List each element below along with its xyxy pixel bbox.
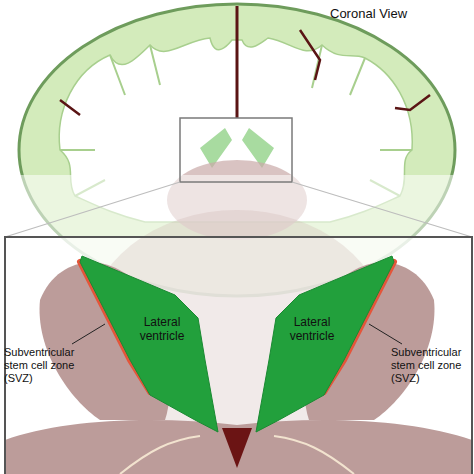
ventricle-label: Lateral ventricle [131,316,193,344]
longitudinal-fissure [236,6,239,118]
view-label: Coronal View [330,6,450,22]
inset-frame [5,237,472,474]
leader-line [72,324,105,344]
ventricle-outline [80,256,218,432]
septum [222,428,252,468]
region-label: Subventricular stem cell zone (SVZ) [391,346,471,386]
lower-structure [5,420,472,474]
ventricle-shape [252,252,396,436]
ventricle-shape [78,252,222,436]
ventricle-outline [256,256,394,432]
leader-line [369,324,402,344]
ventricle-label: Lateral ventricle [281,316,343,344]
ventricle-node: Lateral ventricle [252,252,396,436]
ventricle-node: Lateral ventricle [78,252,222,436]
zoom-box [180,118,292,182]
region-label: Subventricular stem cell zone (SVZ) [4,346,88,386]
blood-vessel [60,30,430,115]
